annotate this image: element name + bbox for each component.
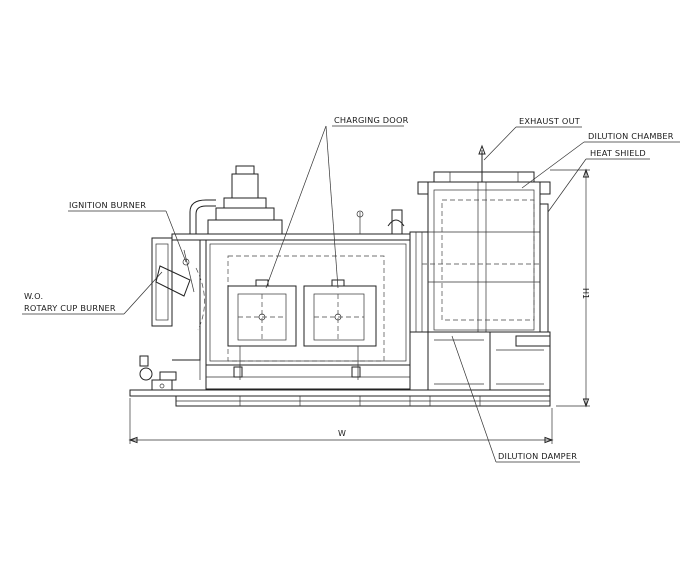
- label-ignition-burner: IGNITION BURNER: [69, 200, 146, 210]
- fuel-pump-skid: [139, 355, 177, 391]
- base-skid: [129, 389, 551, 407]
- charging-door-right: [303, 279, 377, 380]
- main-chamber: [171, 233, 411, 390]
- dimension-h1: H1: [550, 168, 590, 408]
- dilution-support: [427, 331, 551, 391]
- label-wo: W.O.: [24, 291, 43, 301]
- main-stack: [189, 165, 283, 235]
- connecting-duct: [356, 209, 429, 333]
- label-dilution-damper: DILUTION DAMPER: [498, 451, 577, 461]
- label-dilution-chamber: DILUTION CHAMBER: [588, 131, 674, 141]
- callout-leaders: [22, 125, 680, 463]
- label-heat-shield: HEAT SHIELD: [590, 148, 646, 158]
- dilution-chamber: [417, 171, 551, 333]
- dim-label-w: W: [338, 429, 346, 438]
- dim-label-h1: H1: [581, 288, 590, 299]
- label-charging-door: CHARGING DOOR: [334, 115, 409, 125]
- charging-door-left: [227, 279, 297, 380]
- label-exhaust-out: EXHAUST OUT: [519, 116, 581, 126]
- heat-shield: [539, 203, 549, 333]
- dimension-w: W: [128, 398, 554, 444]
- label-rotary-cup-burner: ROTARY CUP BURNER: [24, 303, 116, 313]
- burner-assembly: [151, 237, 205, 361]
